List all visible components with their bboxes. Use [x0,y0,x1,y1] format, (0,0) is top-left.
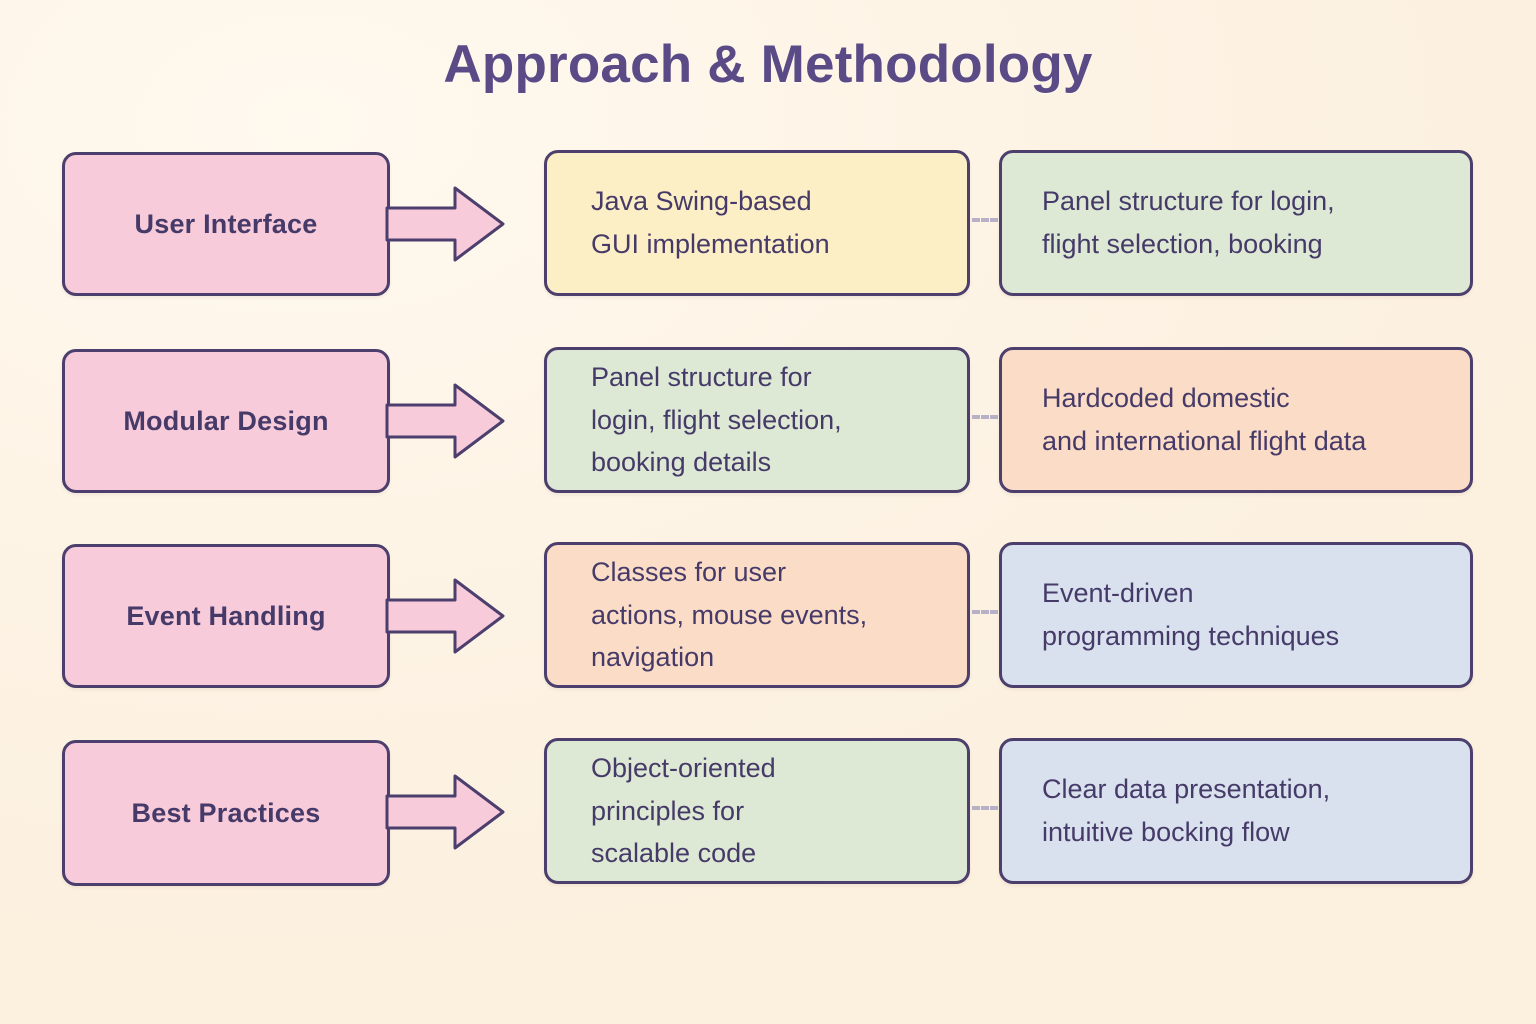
detail-box-right[interactable]: Panel structure for login, flight select… [999,150,1473,296]
dashed-connector [972,415,998,423]
page-title: Approach & Methodology [443,35,1093,94]
stage-label: Event Handling [126,600,326,631]
detail-box-right[interactable]: Hardcoded domestic and international fli… [999,347,1473,493]
detail-right-text: Event-driven programming techniques [1042,578,1340,651]
stage-box-modular-design[interactable]: Modular Design [62,349,390,493]
detail-box-middle[interactable]: Classes for user actions, mouse events, … [544,542,970,688]
detail-middle-text: Panel structure for login, flight select… [591,362,842,478]
methodology-row: Best Practices Object-oriented principle… [0,736,1536,886]
detail-box-middle[interactable]: Object-oriented principles for scalable … [544,738,970,884]
stage-box-user-interface[interactable]: User Interface [62,152,390,296]
detail-middle-text: Object-oriented principles for scalable … [591,753,776,869]
detail-right-text: Panel structure for login, flight select… [1042,186,1335,259]
dashed-connector [972,806,998,814]
stage-label: User Interface [134,208,318,239]
dashed-connector [972,610,998,618]
detail-box-right[interactable]: Event-driven programming techniques [999,542,1473,688]
detail-box-middle[interactable]: Panel structure for login, flight select… [544,347,970,493]
detail-middle-text: Classes for user actions, mouse events, … [591,557,868,673]
methodology-row: Event Handling Classes for user actions,… [0,540,1536,690]
flow-arrow-icon [385,770,507,854]
flow-arrow-icon [385,379,507,463]
methodology-row: Modular Design Panel structure for login… [0,345,1536,495]
flow-arrow-icon [385,182,507,266]
detail-right-text: Hardcoded domestic and international fli… [1042,383,1367,456]
dashed-connector [972,218,998,226]
detail-middle-text: Java Swing-based GUI implementation [591,186,830,259]
stage-box-event-handling[interactable]: Event Handling [62,544,390,688]
stage-label: Modular Design [123,405,329,436]
detail-box-middle[interactable]: Java Swing-based GUI implementation [544,150,970,296]
methodology-row: User Interface Java Swing-based GUI impl… [0,148,1536,298]
flow-arrow-icon [385,574,507,658]
detail-right-text: Clear data presentation, intuitive bocki… [1042,774,1331,847]
stage-label: Best Practices [131,797,321,828]
detail-box-right[interactable]: Clear data presentation, intuitive bocki… [999,738,1473,884]
stage-box-best-practices[interactable]: Best Practices [62,740,390,886]
